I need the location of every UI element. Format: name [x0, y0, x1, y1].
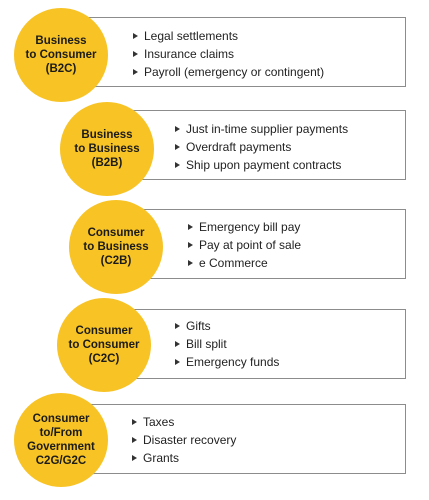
- category-row-c2g: Consumer to/From Government C2G/G2C Taxe…: [0, 0, 429, 487]
- item-text: Payroll (emergency or contingent): [144, 65, 325, 79]
- category-label: Business to Business (B2B): [74, 129, 140, 169]
- item-text: Pay at point of sale: [199, 238, 302, 252]
- item-text: Emergency funds: [186, 355, 280, 369]
- list-item: Disaster recovery: [132, 431, 236, 449]
- category-label: Consumer to/From Government C2G/G2C: [27, 413, 95, 467]
- arrow-bullet-icon: [188, 260, 193, 266]
- category-circle: Business to Consumer (B2C): [14, 8, 108, 102]
- category-row-c2c: Consumer to Consumer (C2C) Gifts Bill sp…: [0, 0, 429, 392]
- item-list: Emergency bill pay Pay at point of sale …: [188, 218, 301, 272]
- item-text: Grants: [143, 451, 180, 465]
- item-list: Taxes Disaster recovery Grants: [132, 413, 236, 467]
- arrow-bullet-icon: [132, 437, 137, 443]
- item-text: e Commerce: [199, 256, 268, 270]
- arrow-bullet-icon: [175, 323, 180, 329]
- arrow-bullet-icon: [175, 359, 180, 365]
- item-text: Emergency bill pay: [199, 220, 301, 234]
- arrow-bullet-icon: [175, 341, 180, 347]
- category-box: [118, 209, 406, 279]
- list-item: Pay at point of sale: [188, 236, 301, 254]
- arrow-bullet-icon: [133, 51, 138, 57]
- list-item: Emergency funds: [175, 353, 279, 371]
- category-label: Consumer to Consumer (C2C): [68, 325, 140, 365]
- item-text: Taxes: [143, 415, 175, 429]
- category-label: Business to Consumer (B2C): [25, 35, 97, 75]
- list-item: Just in-time supplier payments: [175, 120, 348, 138]
- item-text: Ship upon payment contracts: [186, 158, 342, 172]
- list-item: Overdraft payments: [175, 138, 348, 156]
- arrow-bullet-icon: [133, 69, 138, 75]
- list-item: Emergency bill pay: [188, 218, 301, 236]
- list-item: Insurance claims: [133, 45, 324, 63]
- arrow-bullet-icon: [188, 224, 193, 230]
- arrow-bullet-icon: [132, 455, 137, 461]
- item-list: Legal settlements Insurance claims Payro…: [133, 27, 324, 81]
- item-text: Insurance claims: [144, 47, 235, 61]
- list-item: Gifts: [175, 317, 279, 335]
- item-text: Legal settlements: [144, 29, 239, 43]
- list-item: Bill split: [175, 335, 279, 353]
- arrow-bullet-icon: [133, 33, 138, 39]
- category-circle: Consumer to Business (C2B): [69, 200, 163, 294]
- list-item: Taxes: [132, 413, 236, 431]
- arrow-bullet-icon: [188, 242, 193, 248]
- item-text: Just in-time supplier payments: [186, 122, 349, 136]
- category-circle: Consumer to/From Government C2G/G2C: [14, 393, 108, 487]
- arrow-bullet-icon: [175, 126, 180, 132]
- item-text: Disaster recovery: [143, 433, 237, 447]
- category-row-b2b: Business to Business (B2B) Just in-time …: [0, 0, 429, 196]
- arrow-bullet-icon: [175, 144, 180, 150]
- category-circle: Consumer to Consumer (C2C): [57, 298, 151, 392]
- category-row-b2c: Business to Consumer (B2C) Legal settlem…: [0, 0, 429, 102]
- list-item: Ship upon payment contracts: [175, 156, 348, 174]
- category-box: [62, 404, 406, 474]
- item-list: Gifts Bill split Emergency funds: [175, 317, 279, 371]
- category-circle: Business to Business (B2B): [60, 102, 154, 196]
- item-text: Bill split: [186, 337, 227, 351]
- item-text: Overdraft payments: [186, 140, 292, 154]
- category-box: [60, 17, 406, 87]
- arrow-bullet-icon: [175, 162, 180, 168]
- item-text: Gifts: [186, 319, 211, 333]
- arrow-bullet-icon: [132, 419, 137, 425]
- category-label: Consumer to Business (C2B): [83, 227, 149, 267]
- list-item: Grants: [132, 449, 236, 467]
- category-row-c2b: Consumer to Business (C2B) Emergency bil…: [0, 0, 429, 294]
- list-item: Payroll (emergency or contingent): [133, 63, 324, 81]
- list-item: Legal settlements: [133, 27, 324, 45]
- item-list: Just in-time supplier payments Overdraft…: [175, 120, 348, 174]
- list-item: e Commerce: [188, 254, 301, 272]
